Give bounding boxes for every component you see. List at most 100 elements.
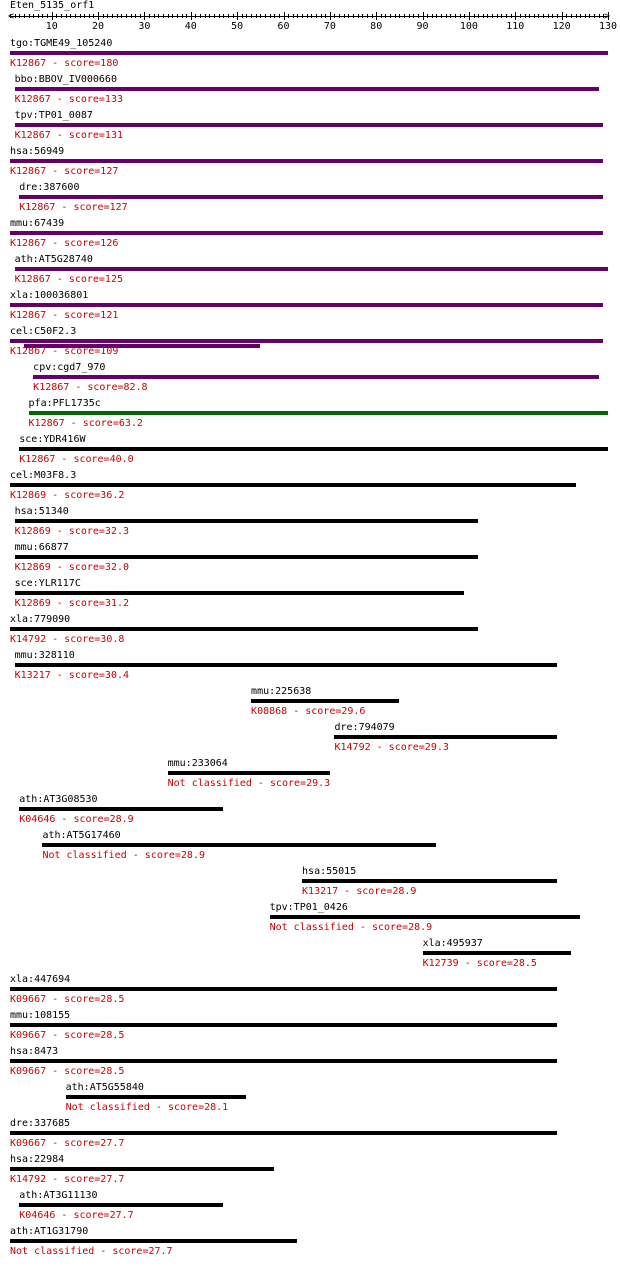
hit-alignment-bar[interactable] <box>10 987 557 991</box>
hit-alignment-bar[interactable] <box>14 87 599 91</box>
hit-score-link[interactable]: K12867 - score=63.2 <box>28 418 143 429</box>
hit-score-link[interactable]: K04646 - score=28.9 <box>19 814 134 825</box>
hit-gene-link[interactable]: cel:M03F8.3 <box>10 470 77 481</box>
hit-gene-link[interactable]: hsa:22984 <box>10 1154 65 1165</box>
hit-gene-link[interactable]: mmu:67439 <box>10 218 65 229</box>
hit-gene-link[interactable]: xla:100036801 <box>10 290 89 301</box>
hit-alignment-bar[interactable] <box>10 1239 298 1243</box>
hit-alignment-bar-secondary[interactable] <box>23 344 261 348</box>
hit-score-link[interactable]: Not classified - score=29.3 <box>167 778 331 789</box>
hit-alignment-bar[interactable] <box>10 231 604 235</box>
hit-alignment-bar[interactable] <box>10 1023 557 1027</box>
hit-score-link[interactable]: K13217 - score=28.9 <box>302 886 417 897</box>
hit-alignment-bar[interactable] <box>10 159 604 163</box>
hit-score-link[interactable]: K13217 - score=30.4 <box>14 670 130 681</box>
hit-score-link[interactable]: K12867 - score=82.8 <box>33 382 148 393</box>
hit-alignment-bar[interactable] <box>302 879 557 883</box>
hit-gene-link[interactable]: hsa:8473 <box>10 1046 59 1057</box>
hit-score-link[interactable]: K12867 - score=121 <box>10 310 119 321</box>
hit-gene-link[interactable]: hsa:55015 <box>302 866 357 877</box>
hit-score-link[interactable]: K12867 - score=133 <box>14 94 123 105</box>
hit-gene-link[interactable]: dre:794079 <box>334 722 395 733</box>
hit-alignment-bar[interactable] <box>42 843 437 847</box>
hit-alignment-bar[interactable] <box>10 1167 275 1171</box>
hit-gene-link[interactable]: ath:AT5G17460 <box>42 830 121 841</box>
hit-gene-link[interactable]: mmu:225638 <box>251 686 312 697</box>
hit-alignment-bar[interactable] <box>33 375 599 379</box>
hit-gene-link[interactable]: ath:AT5G55840 <box>65 1082 144 1093</box>
hit-gene-link[interactable]: bbo:BBOV_IV000660 <box>14 74 117 85</box>
hit-alignment-bar[interactable] <box>14 663 557 667</box>
hit-gene-link[interactable]: cpv:cgd7_970 <box>33 362 106 373</box>
hit-alignment-bar[interactable] <box>19 807 224 811</box>
hit-gene-link[interactable]: xla:779090 <box>10 614 71 625</box>
hit-alignment-bar[interactable] <box>167 771 330 775</box>
hit-gene-link[interactable]: mmu:328110 <box>14 650 75 661</box>
hit-alignment-bar[interactable] <box>10 483 576 487</box>
hit-score-link[interactable]: K12867 - score=180 <box>10 58 119 69</box>
hit-alignment-bar[interactable] <box>65 1095 247 1099</box>
hit-alignment-bar[interactable] <box>10 303 604 307</box>
hit-alignment-bar[interactable] <box>14 555 479 559</box>
hit-score-link[interactable]: K12867 - score=109 <box>10 346 119 357</box>
hit-alignment-bar[interactable] <box>19 1203 224 1207</box>
hit-gene-link[interactable]: xla:447694 <box>10 974 71 985</box>
hit-gene-link[interactable]: sce:YLR117C <box>14 578 81 589</box>
hit-score-link[interactable]: K14792 - score=27.7 <box>10 1174 125 1185</box>
hit-gene-link[interactable]: cel:C50F2.3 <box>10 326 77 337</box>
hit-score-link[interactable]: K12869 - score=32.0 <box>14 562 130 573</box>
hit-alignment-bar[interactable] <box>14 123 604 127</box>
hit-gene-link[interactable]: mmu:66877 <box>14 542 69 553</box>
hit-alignment-bar[interactable] <box>14 519 479 523</box>
hit-score-link[interactable]: Not classified - score=28.9 <box>269 922 433 933</box>
hit-gene-link[interactable]: sce:YDR416W <box>19 434 86 445</box>
hit-gene-link[interactable]: ath:AT3G08530 <box>19 794 98 805</box>
hit-score-link[interactable]: Not classified - score=28.9 <box>42 850 205 861</box>
hit-score-link[interactable]: K09667 - score=28.5 <box>10 994 125 1005</box>
hit-gene-link[interactable]: mmu:108155 <box>10 1010 71 1021</box>
hit-score-link[interactable]: K12869 - score=32.3 <box>14 526 130 537</box>
hit-gene-link[interactable]: dre:337685 <box>10 1118 71 1129</box>
hit-gene-link[interactable]: xla:495937 <box>422 938 483 949</box>
hit-gene-link[interactable]: ath:AT3G11130 <box>19 1190 98 1201</box>
hit-gene-link[interactable]: ath:AT1G31790 <box>10 1226 89 1237</box>
hit-gene-link[interactable]: tgo:TGME49_105240 <box>10 38 113 49</box>
hit-gene-link[interactable]: tpv:TP01_0426 <box>269 902 348 913</box>
hit-score-link[interactable]: K12867 - score=127 <box>19 202 128 213</box>
hit-score-link[interactable]: K09667 - score=27.7 <box>10 1138 125 1149</box>
hit-score-link[interactable]: K12867 - score=125 <box>14 274 123 285</box>
hit-alignment-bar[interactable] <box>269 915 581 919</box>
hit-score-link[interactable]: Not classified - score=28.1 <box>65 1102 229 1113</box>
hit-score-link[interactable]: K12867 - score=131 <box>14 130 123 141</box>
hit-alignment-bar[interactable] <box>28 411 608 415</box>
hit-score-link[interactable]: K12867 - score=40.0 <box>19 454 134 465</box>
hit-score-link[interactable]: K09667 - score=28.5 <box>10 1030 125 1041</box>
hit-alignment-bar[interactable] <box>422 951 571 955</box>
hit-gene-link[interactable]: pfa:PFL1735c <box>28 398 101 409</box>
hit-score-link[interactable]: Not classified - score=27.7 <box>10 1246 173 1257</box>
hit-score-link[interactable]: K04646 - score=27.7 <box>19 1210 134 1221</box>
hit-score-link[interactable]: K12869 - score=31.2 <box>14 598 130 609</box>
hit-alignment-bar[interactable] <box>14 267 608 271</box>
hit-score-link[interactable]: K14792 - score=29.3 <box>334 742 449 753</box>
hit-alignment-bar[interactable] <box>10 51 608 55</box>
hit-gene-link[interactable]: mmu:233064 <box>167 758 228 769</box>
hit-alignment-bar[interactable] <box>10 339 604 343</box>
hit-score-link[interactable]: K09667 - score=28.5 <box>10 1066 125 1077</box>
hit-alignment-bar[interactable] <box>10 627 479 631</box>
hit-alignment-bar[interactable] <box>19 447 608 451</box>
hit-gene-link[interactable]: dre:387600 <box>19 182 80 193</box>
hit-score-link[interactable]: K14792 - score=30.8 <box>10 634 125 645</box>
hit-score-link[interactable]: K12739 - score=28.5 <box>422 958 537 969</box>
hit-alignment-bar[interactable] <box>251 699 400 703</box>
hit-score-link[interactable]: K12867 - score=126 <box>10 238 119 249</box>
hit-gene-link[interactable]: tpv:TP01_0087 <box>14 110 93 121</box>
hit-alignment-bar[interactable] <box>10 1059 557 1063</box>
hit-gene-link[interactable]: ath:AT5G28740 <box>14 254 93 265</box>
hit-alignment-bar[interactable] <box>334 735 557 739</box>
hit-score-link[interactable]: K12869 - score=36.2 <box>10 490 125 501</box>
hit-score-link[interactable]: K12867 - score=127 <box>10 166 119 177</box>
hit-alignment-bar[interactable] <box>10 1131 557 1135</box>
hit-alignment-bar[interactable] <box>19 195 604 199</box>
hit-alignment-bar[interactable] <box>14 591 465 595</box>
